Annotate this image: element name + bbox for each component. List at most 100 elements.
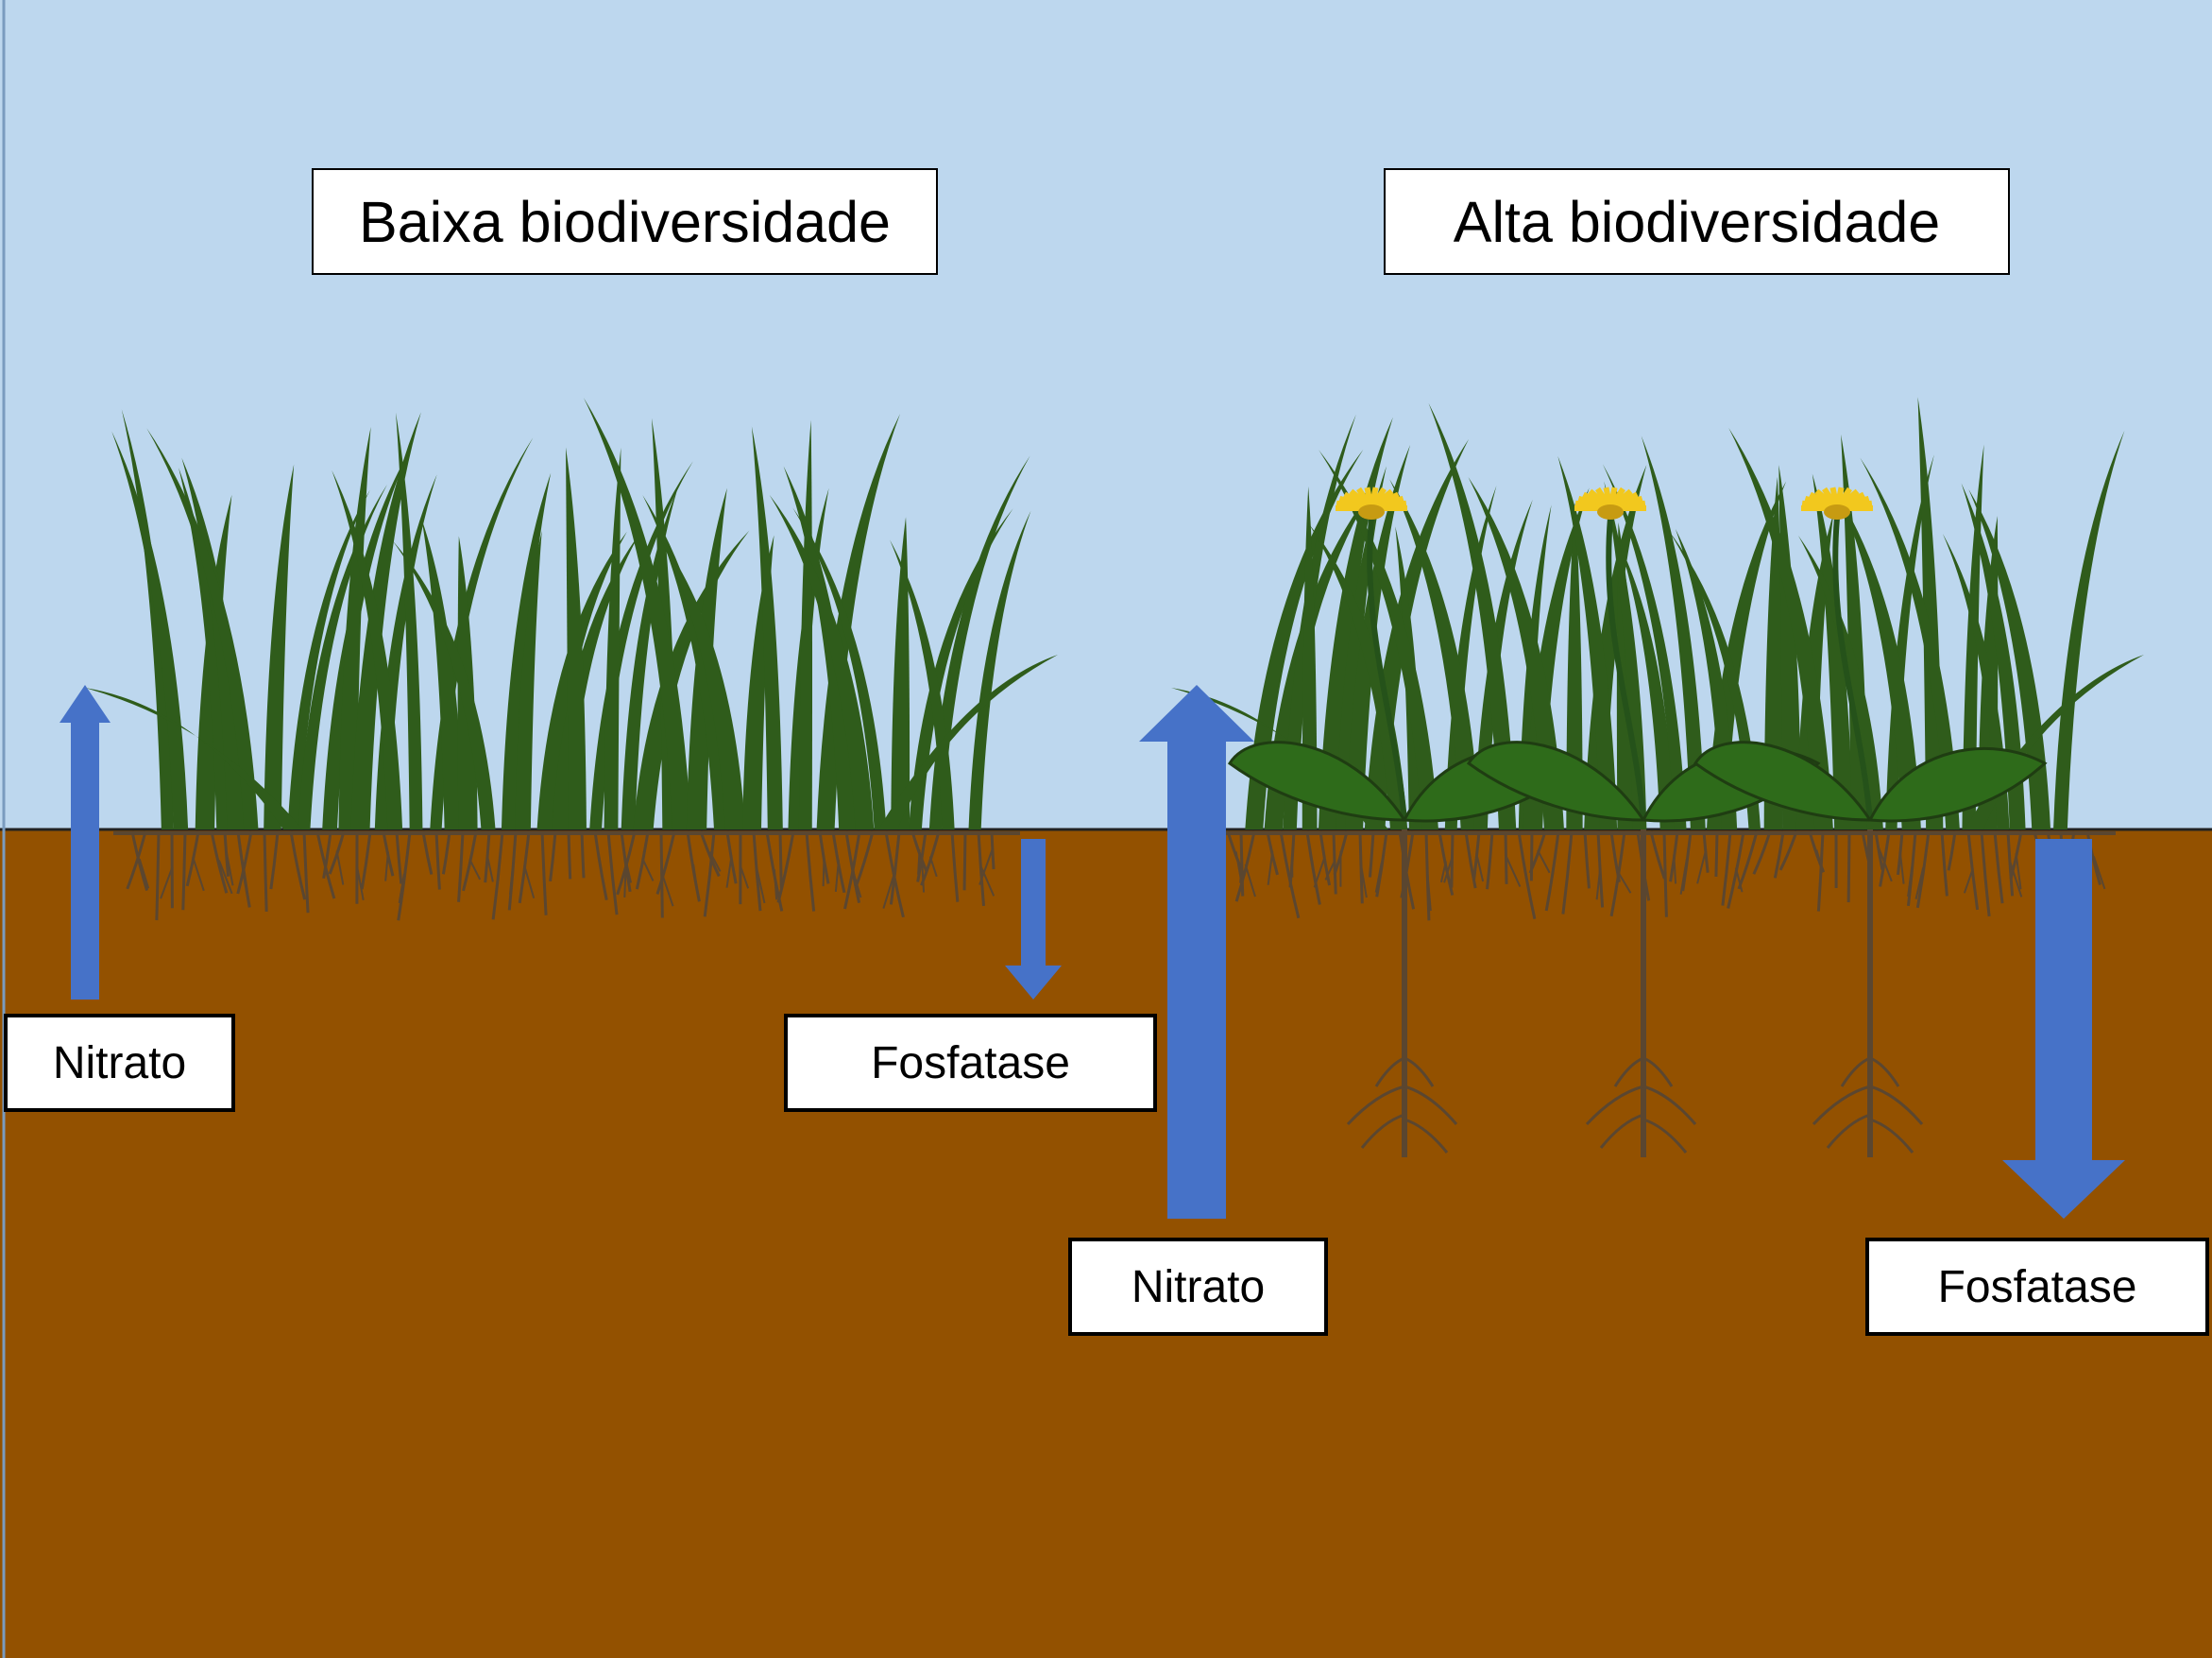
root-icon — [2015, 852, 2022, 890]
root-icon — [322, 830, 332, 879]
root-icon — [1443, 857, 1454, 883]
root-branch-icon — [1374, 1056, 1405, 1087]
root-branch-icon — [1840, 1056, 1871, 1087]
root-icon — [1993, 830, 2004, 904]
root-icon — [1673, 854, 1677, 884]
grass-blade-icon — [1389, 479, 1481, 829]
grass-blade-icon — [1557, 455, 1618, 829]
root-branch-icon — [1404, 1056, 1435, 1087]
grass-blade-icon — [1264, 485, 1376, 829]
grass-blade-icon — [1763, 476, 1783, 829]
grass-blade-icon — [264, 464, 295, 829]
grass-root-system-left — [113, 830, 1020, 921]
root-icon — [1846, 830, 1851, 903]
root-icon — [1914, 867, 1925, 899]
grass-blade-icon — [1428, 402, 1517, 829]
root-icon — [1696, 849, 1708, 884]
grass-blade-icon — [878, 655, 1058, 829]
flux-arrows — [60, 685, 2125, 1219]
root-icon — [1963, 868, 1974, 894]
grass-blade-icon — [1308, 523, 1408, 829]
root-branch-icon — [1404, 1118, 1449, 1154]
grass-blade-icon — [111, 431, 189, 829]
root-branch-icon — [1346, 1085, 1405, 1126]
root-icon — [1505, 855, 1522, 887]
root-icon — [1595, 867, 1602, 900]
root-icon — [928, 856, 938, 878]
grass-blade-icon — [1245, 449, 1364, 829]
grass-blade-icon — [928, 455, 1030, 829]
root-icon — [822, 855, 825, 887]
grass-blade-icon — [1283, 414, 1356, 829]
root-icon — [1649, 830, 1666, 880]
root-icon — [1898, 850, 1905, 884]
grass-blade-icon — [769, 494, 875, 829]
root-branch-icon — [1404, 1085, 1458, 1125]
grass-blade-icon — [1838, 495, 1921, 829]
grass-blade-icon — [566, 447, 587, 829]
nitrate-arrow-up-icon — [60, 685, 111, 1000]
root-branch-icon — [1585, 1085, 1644, 1126]
root-icon — [962, 830, 967, 891]
flower-center-icon — [1597, 504, 1624, 520]
root-branch-icon — [1642, 1085, 1697, 1125]
nitrate-arrow-up-icon — [1139, 685, 1254, 1219]
phosphatase-arrow-down-icon — [1005, 839, 1062, 1000]
root-icon — [2092, 855, 2106, 890]
root-icon — [1464, 830, 1477, 889]
root-icon — [725, 855, 733, 888]
root-icon — [192, 856, 205, 892]
leaf-icon — [1693, 741, 1873, 822]
grass-blade-icon — [589, 461, 693, 829]
root-icon — [398, 873, 405, 904]
grass-blade-icon — [783, 466, 858, 829]
root-icon — [457, 830, 465, 902]
root-icon — [1662, 830, 1668, 917]
root-branch-icon — [1869, 1118, 1914, 1154]
root-icon — [289, 830, 307, 900]
root-icon — [1517, 830, 1537, 920]
root-icon — [2085, 830, 2101, 885]
root-branch-icon — [1360, 1113, 1405, 1149]
root-icon — [355, 865, 365, 901]
root-icon — [1305, 830, 1321, 905]
grass-blade-icon — [298, 484, 387, 829]
root-icon — [920, 854, 926, 893]
root-icon — [210, 830, 229, 894]
root-icon — [1267, 850, 1274, 885]
root-icon — [1324, 860, 1336, 880]
grass-blade-icon — [1604, 481, 1647, 829]
root-icon — [776, 830, 795, 903]
root-icon — [1239, 862, 1243, 883]
nitrate-label-left: Nitrato — [4, 1014, 235, 1112]
root-icon — [1544, 830, 1560, 912]
grass-blade-icon — [642, 495, 731, 829]
phosphatase-arrow-down-icon — [2002, 839, 2125, 1219]
root-icon — [593, 830, 608, 900]
root-icon — [335, 850, 345, 885]
root-icon — [130, 830, 148, 892]
grass-blade-icon — [751, 426, 783, 829]
grass-blade-icon — [1641, 436, 1706, 829]
root-icon — [225, 851, 234, 886]
root-icon — [1368, 830, 1375, 878]
root-icon — [523, 864, 536, 898]
grass-blade-icon — [392, 540, 496, 829]
root-icon — [1734, 867, 1744, 893]
root-icon — [950, 830, 960, 902]
root-icon — [1583, 830, 1591, 889]
grass-blade-icon — [181, 457, 247, 829]
grass-blade-icon — [396, 412, 423, 829]
phosphatase-label-left: Fosfatase — [784, 1014, 1157, 1112]
root-icon — [1374, 862, 1383, 893]
root-icon — [1529, 830, 1534, 881]
root-icon — [160, 867, 174, 899]
root-icon — [1714, 830, 1719, 877]
leaf-icon — [1466, 741, 1646, 822]
grass-blade-icon — [1318, 417, 1393, 829]
root-branch-icon — [1869, 1085, 1924, 1125]
root-icon — [778, 830, 783, 888]
root-icon — [1980, 830, 1991, 917]
sky-background — [0, 0, 2212, 829]
grass-blade-icon — [179, 467, 232, 829]
